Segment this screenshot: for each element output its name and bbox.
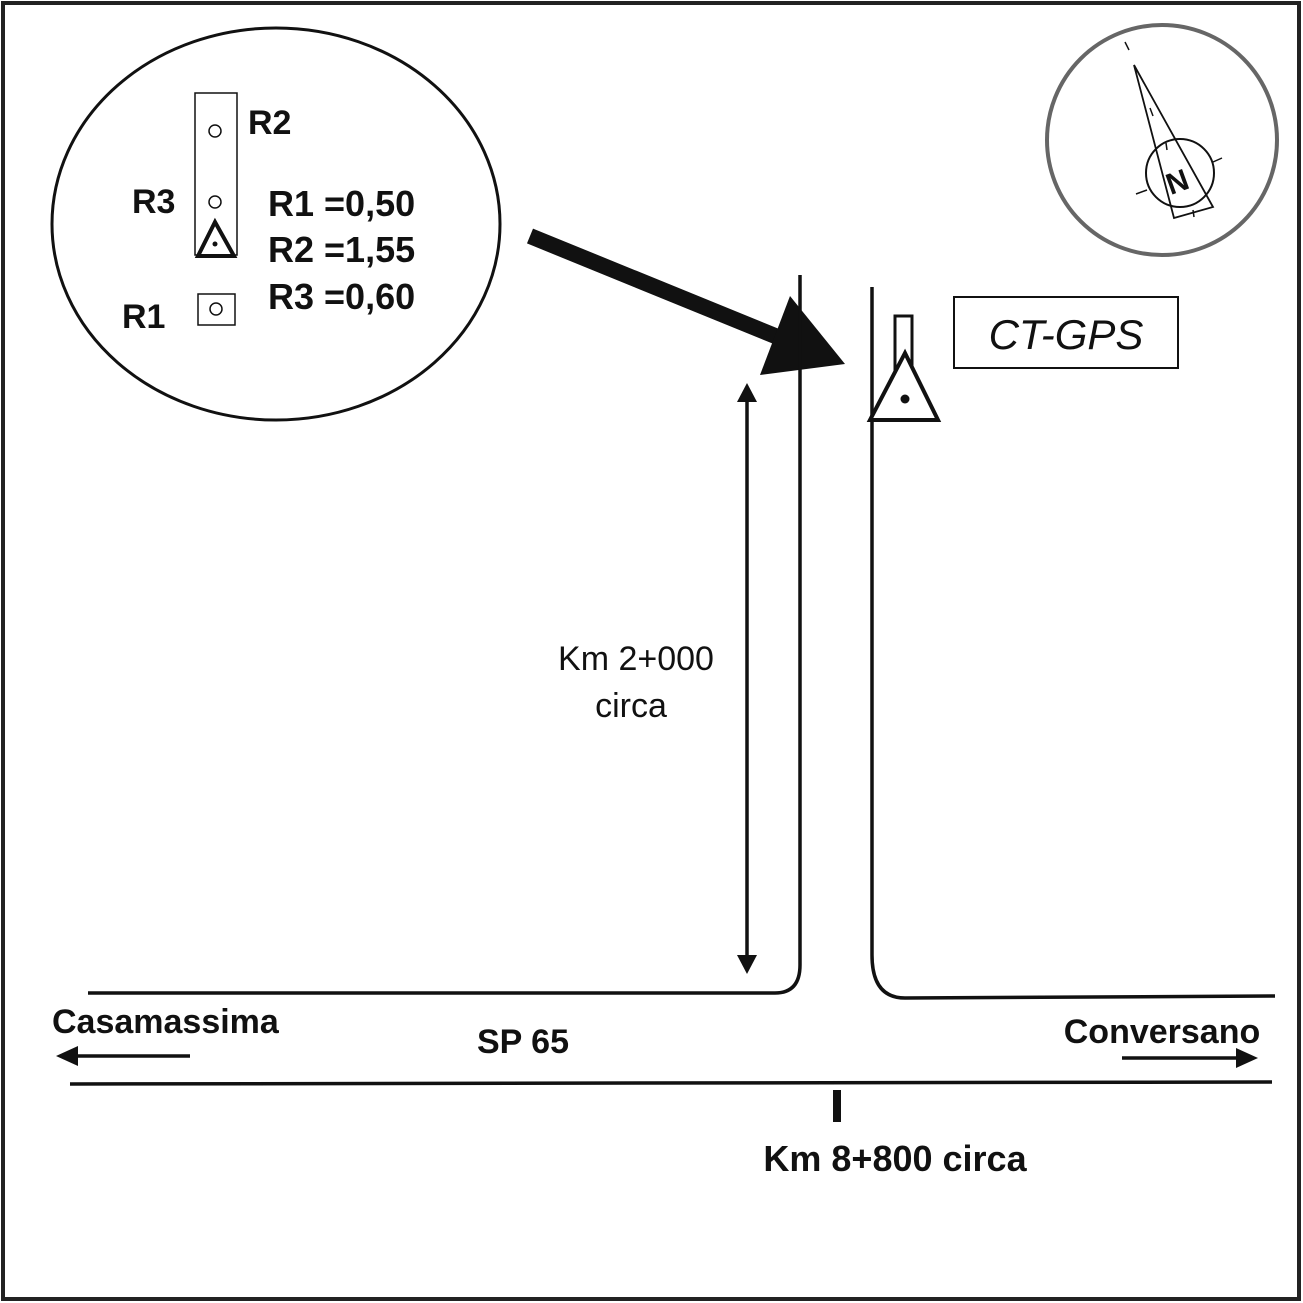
triangle-center-dot <box>212 241 218 247</box>
value-r2: R2 =1,55 <box>268 229 415 270</box>
left-destination: Casamassima <box>52 1003 280 1041</box>
distance-line2: circa <box>595 687 667 725</box>
label-r2: R2 <box>248 104 291 142</box>
north-compass-icon: N <box>1045 23 1279 257</box>
side-road <box>88 275 1276 1000</box>
pointer-arrow-icon <box>526 228 845 375</box>
r3-marker-icon <box>208 195 222 209</box>
station-triangle-icon <box>866 348 942 422</box>
inset-ellipse <box>50 26 502 422</box>
r1-marker-icon <box>209 302 223 316</box>
pillar-rectangle <box>194 92 238 256</box>
right-destination: Conversano <box>1064 1013 1261 1051</box>
gps-station-marker <box>866 314 942 422</box>
road-name: SP 65 <box>477 1023 569 1061</box>
arrow-down-icon <box>737 955 757 974</box>
km-marker-tick <box>833 1090 841 1122</box>
r1-box <box>197 293 236 326</box>
r2-marker-icon <box>208 124 222 138</box>
station-center-dot <box>900 394 910 404</box>
value-r1: R1 =0,50 <box>268 183 415 224</box>
station-label: CT-GPS <box>989 311 1144 358</box>
side-road-left-edge <box>88 275 802 995</box>
km-marker-label: Km 8+800 circa <box>763 1138 1027 1179</box>
label-r3: R3 <box>132 183 175 221</box>
compass-ring <box>1045 23 1279 257</box>
station-label-box <box>953 296 1179 369</box>
value-r3: R3 =0,60 <box>268 276 415 317</box>
label-r1: R1 <box>122 298 165 336</box>
distance-arrow <box>737 383 757 974</box>
main-road-bottom-edge <box>69 1080 1273 1086</box>
side-road-right-edge <box>870 287 1276 1000</box>
inset-detail: R2 R3 R1 R1 =0,50 R2 =1,55 R3 =0,60 <box>50 26 502 422</box>
compass-north-letter: N <box>1162 163 1194 201</box>
arrow-up-icon <box>737 383 757 402</box>
arrow-left-icon <box>56 1046 190 1066</box>
arrow-right-icon <box>1122 1048 1258 1068</box>
gps-station-triangle-icon <box>194 217 238 258</box>
distance-line1: Km 2+000 <box>558 640 714 678</box>
